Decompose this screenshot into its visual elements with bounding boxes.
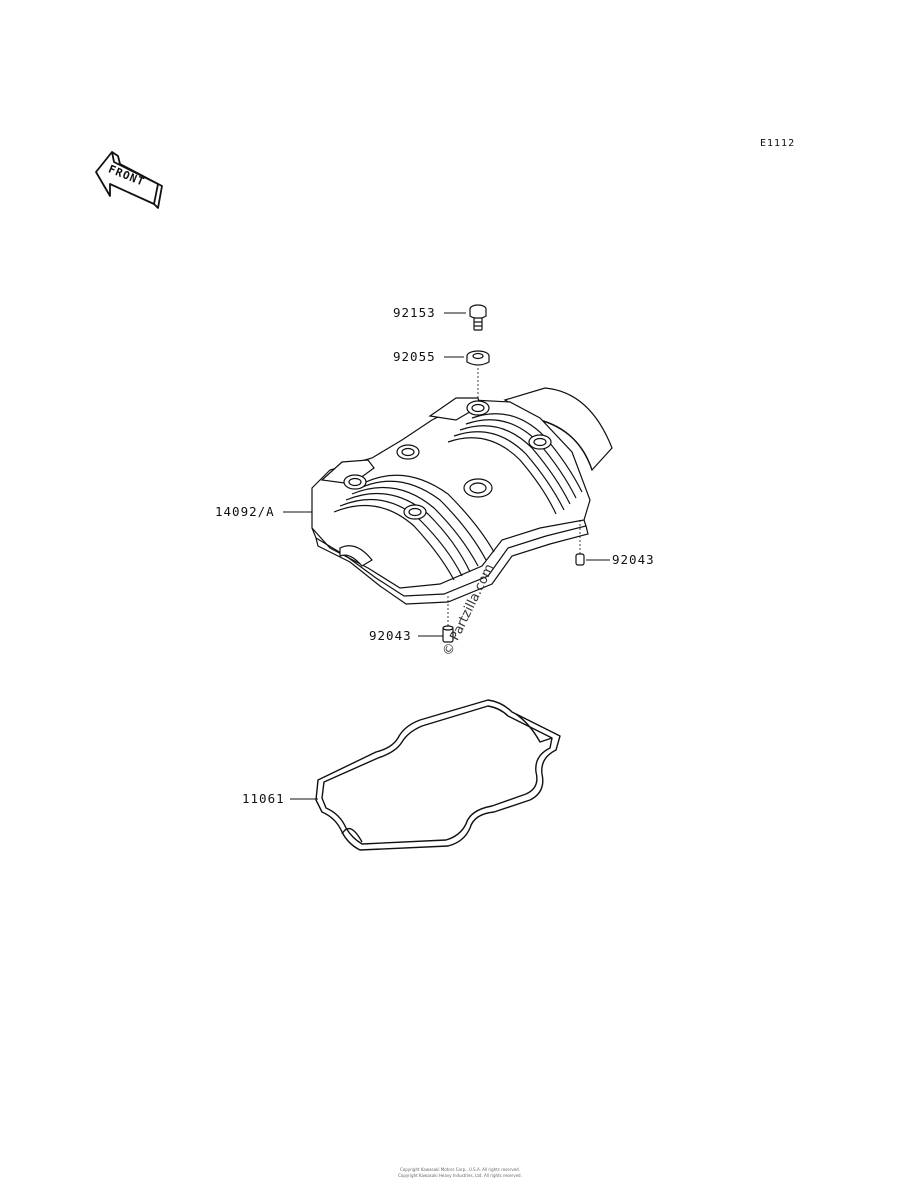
copyright-notice: Copyright Kawasaki Motors Corp., U.S.A. … [300,1167,620,1179]
part-label-92043-lower[interactable]: 92043 [369,628,412,643]
copyright-line-1: Copyright Kawasaki Motors Corp., U.S.A. … [400,1167,520,1172]
front-arrow-icon: FRONT [95,151,163,209]
part-label-92043-right[interactable]: 92043 [612,552,655,567]
pin-lower-icon [442,625,454,643]
diagram-code: E1112 [760,138,796,149]
cylinder-head-cover-icon [311,387,613,605]
pin-right-icon [575,553,585,566]
copyright-line-2: Copyright Kawasaki Heavy Industries, Ltd… [398,1173,522,1178]
part-label-11061[interactable]: 11061 [242,791,285,806]
ring-seal-icon [466,350,490,366]
part-label-92153[interactable]: 92153 [393,305,436,320]
part-label-14092-a[interactable]: 14092/A [215,504,275,519]
bolt-icon [469,304,487,331]
gasket-icon [315,699,561,851]
part-label-92055[interactable]: 92055 [393,349,436,364]
